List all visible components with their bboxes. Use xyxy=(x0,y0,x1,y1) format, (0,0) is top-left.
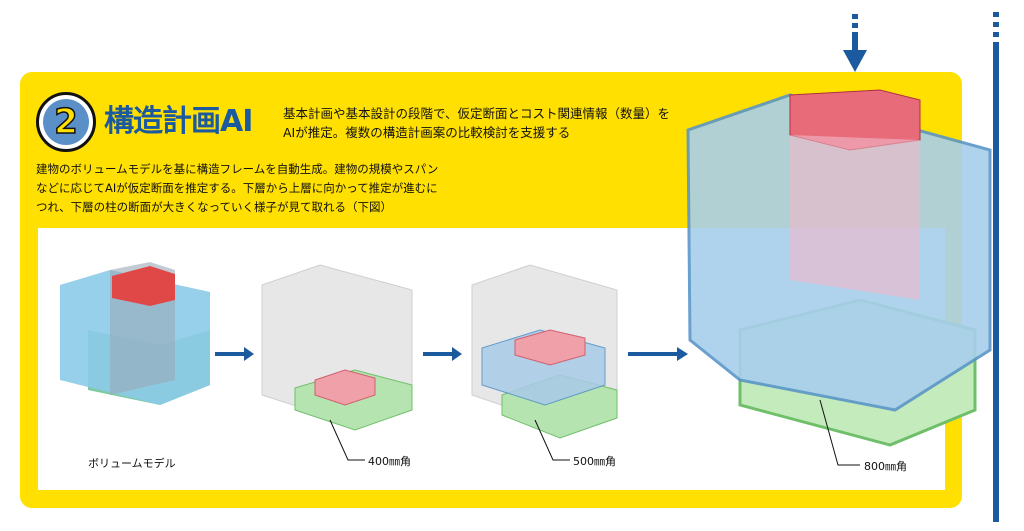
label-volume-model: ボリュームモデル xyxy=(88,457,176,470)
arrow-right-icon xyxy=(423,347,462,361)
section-title: 構造計画AI xyxy=(104,104,253,139)
frame-800-graphic xyxy=(686,89,992,447)
leader-lines xyxy=(329,399,860,466)
down-arrow-icon xyxy=(843,14,867,72)
label-500: 500㎜角 xyxy=(573,455,616,468)
volume-model-graphic xyxy=(60,262,210,405)
frame-400-graphic xyxy=(261,264,413,431)
arrow-right-icon xyxy=(215,347,254,361)
frame-500-graphic xyxy=(471,264,618,439)
badge-number: 2 xyxy=(43,99,89,145)
label-400: 400㎜角 xyxy=(368,455,411,468)
vertical-divider xyxy=(993,42,999,522)
description: 建物のボリュームモデルを基に構造フレームを自動生成。建物の規模やスパンなどに応じ… xyxy=(36,160,456,217)
description-line: 建物のボリュームモデルを基に構造フレームを自動生成。建物の規模やスパン xyxy=(36,162,439,176)
subtitle-line: 基本計画や基本設計の段階で、仮定断面とコスト関連情報（数量）を xyxy=(283,106,671,121)
section-subtitle: 基本計画や基本設計の段階で、仮定断面とコスト関連情報（数量）を AIが推定。複数の… xyxy=(283,104,703,142)
section-badge: 2 xyxy=(36,92,96,152)
divider-dash xyxy=(993,32,999,37)
divider-dash xyxy=(993,12,999,17)
label-800: 800㎜角 xyxy=(864,460,907,473)
description-line: つれ、下層の柱の断面が大きくなっていく様子が見て取れる（下図） xyxy=(36,200,393,214)
divider-dash xyxy=(993,22,999,27)
subtitle-line: AIが推定。複数の構造計画案の比較検討を支援する xyxy=(283,125,571,140)
arrow-right-icon xyxy=(628,347,688,361)
description-line: などに応じてAIが仮定断面を推定する。下層から上層に向かって推定が進むに xyxy=(36,181,438,195)
